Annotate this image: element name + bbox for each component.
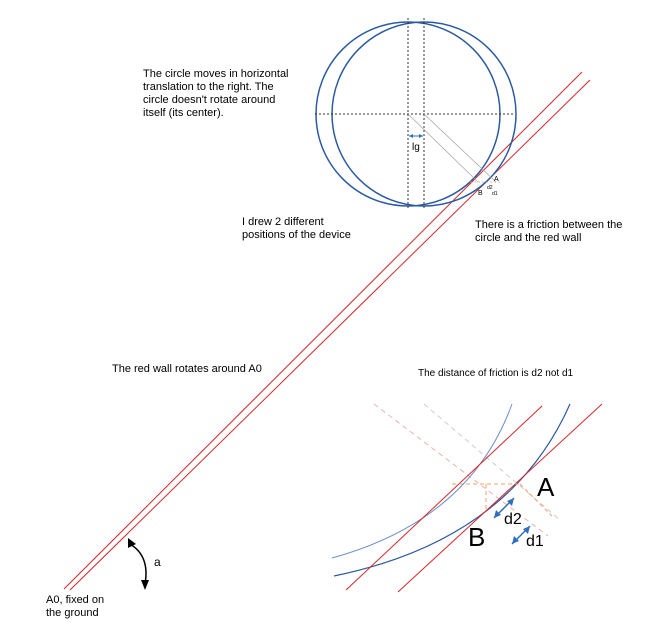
- contact-guides: [407, 113, 500, 183]
- rotation-arrow: [128, 538, 149, 590]
- zoom-detail: [331, 403, 603, 593]
- two-positions-note: I drew 2 different positions of the devi…: [242, 216, 351, 241]
- zoom-label-b: B: [468, 522, 485, 552]
- friction-distance-note: The distance of friction is d2 not d1: [418, 368, 574, 379]
- red-wall: [63, 71, 591, 591]
- a0-label: A0, fixed on the ground: [46, 594, 105, 619]
- circle-motion-note: The circle moves in horizontal translati…: [143, 68, 289, 119]
- center-guides: [315, 18, 515, 208]
- friction-note: There is a friction between the circle a…: [475, 219, 623, 244]
- lg-label: lg: [412, 142, 420, 153]
- lg-dimension: [409, 134, 423, 138]
- zoom-label-a: A: [537, 472, 555, 502]
- contact-label-b-small: B: [478, 190, 483, 197]
- wall-rotation-note: The red wall rotates around A0: [112, 363, 262, 375]
- zoom-label-d1: d1: [526, 533, 544, 550]
- d2-label-small: d2: [487, 185, 493, 191]
- d1-label-small: d1: [492, 191, 498, 197]
- angle-label: a: [154, 555, 161, 569]
- contact-label-a-small: A: [494, 176, 499, 183]
- zoom-label-d2: d2: [504, 511, 522, 528]
